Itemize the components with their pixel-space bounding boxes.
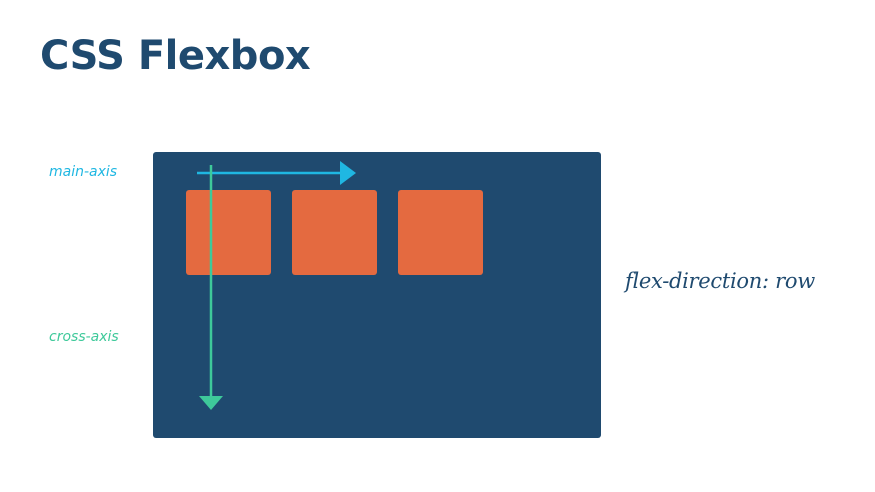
flex-item-2: [292, 190, 377, 275]
page-title: CSS Flexbox: [40, 33, 311, 79]
flex-item-3: [398, 190, 483, 275]
main-axis-label: main-axis: [49, 164, 118, 180]
flex-item-1: [186, 190, 271, 275]
flex-container: [153, 152, 601, 438]
cross-axis-label: cross-axis: [49, 329, 119, 345]
flex-direction-label: flex-direction: row: [625, 269, 815, 293]
